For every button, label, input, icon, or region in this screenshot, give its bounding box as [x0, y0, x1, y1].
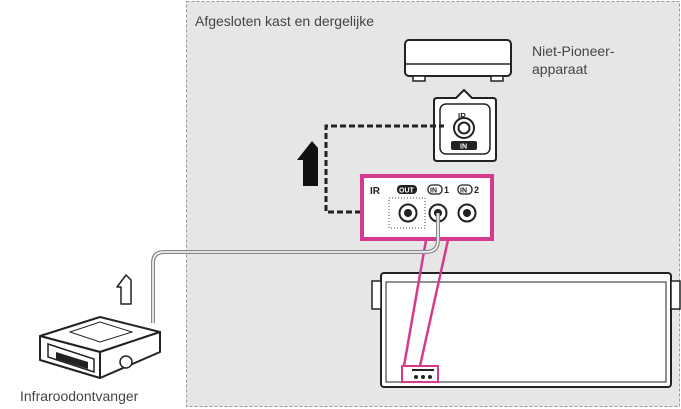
panel-in2-number: 2 [474, 185, 479, 195]
out-jack [398, 203, 418, 223]
ir-receiver-unit [39, 316, 161, 379]
device-label-line1: Niet-Pioneer- [532, 43, 615, 59]
device-jack-top-label: IR [458, 112, 466, 121]
device-label-line2: apparaat [532, 61, 587, 77]
leader-line-left [402, 239, 428, 367]
receiver-label: Infraroodontvanger [20, 388, 139, 404]
device-jack-bottom-label: IN [460, 144, 467, 151]
device-ir-in-jack [433, 88, 497, 162]
av-receiver [371, 272, 681, 388]
in2-pill [457, 184, 473, 195]
panel-out-label: OUT [399, 188, 415, 195]
enclosure-label: Afgesloten kast en dergelijke [195, 13, 374, 29]
out-pill [397, 185, 417, 194]
in2-jack [457, 203, 477, 223]
up-arrow-outline [116, 274, 132, 305]
leader-line-right [418, 239, 450, 367]
receiver-mini-jacks [412, 369, 434, 379]
non-pioneer-device [404, 39, 512, 82]
panel-in1-label: IN [430, 188, 437, 195]
panel-in2-label: IN [460, 188, 467, 195]
receiver-highlight [401, 365, 439, 383]
in1-pill [427, 184, 443, 195]
out-jack-dotted-area [388, 197, 426, 229]
panel-ir-label: IR [370, 186, 381, 197]
up-arrow-bold [297, 141, 318, 186]
panel-in1-number: 1 [444, 185, 449, 195]
